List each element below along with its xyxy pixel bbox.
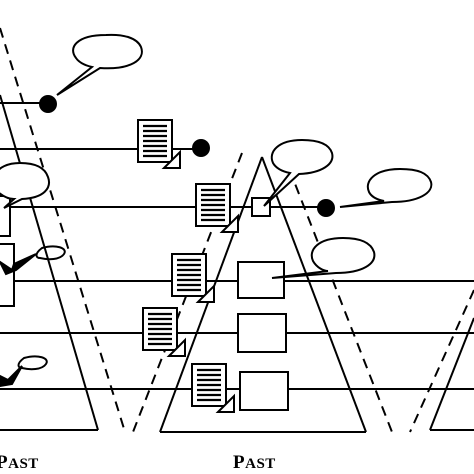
speech-bubble-icon	[271, 236, 376, 279]
point-marker-icon	[0, 365, 23, 388]
cone-dashed-edge	[0, 27, 126, 433]
cone-solid-edge	[261, 156, 367, 433]
rectangle-node-icon	[239, 371, 289, 411]
document-icon	[191, 363, 235, 413]
center-past-label: PAST	[233, 452, 276, 473]
point-marker-icon	[0, 253, 37, 276]
speech-bubble-icon	[56, 33, 143, 96]
point-marker-icon	[39, 95, 57, 113]
speech-bubble-icon	[17, 355, 48, 371]
document-icon	[195, 183, 239, 233]
right-cone	[409, 289, 474, 433]
speech-bubble-icon	[35, 245, 66, 261]
document-icon	[142, 307, 186, 357]
cone-dashed-edge	[409, 289, 474, 433]
cone-solid-edge	[0, 94, 99, 431]
speech-bubble-icon	[263, 138, 334, 207]
rectangle-node-icon	[0, 243, 15, 307]
left-past-label: PAST	[0, 452, 39, 473]
speech-bubble-icon	[0, 161, 50, 209]
left-cone	[0, 27, 126, 433]
point-marker-icon	[192, 139, 210, 157]
point-marker-icon	[317, 199, 335, 217]
document-icon	[171, 253, 215, 303]
speech-bubble-icon	[339, 167, 433, 208]
rectangle-node-icon	[0, 195, 11, 237]
cone-solid-edge	[429, 317, 474, 431]
rectangle-node-icon	[237, 313, 287, 353]
document-icon	[137, 119, 181, 169]
rectangle-node-icon	[237, 261, 285, 299]
